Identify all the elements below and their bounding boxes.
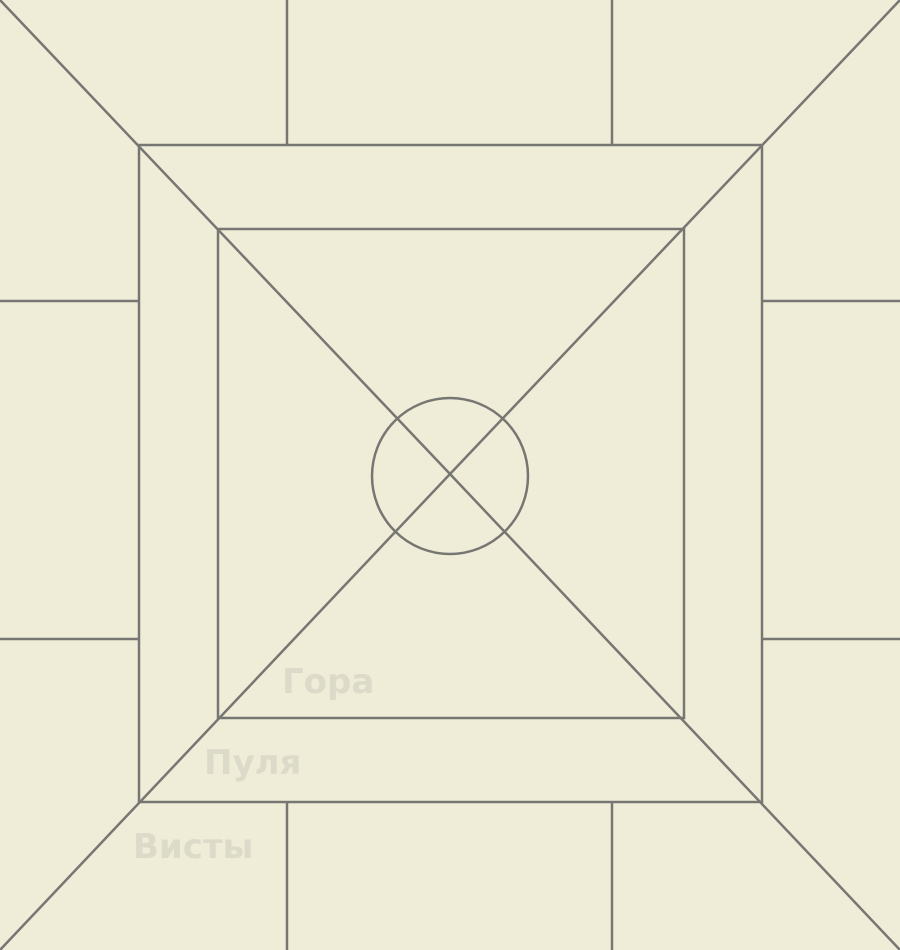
mountain-zone-label: Гора: [282, 662, 375, 702]
pool-zone-label: Пуля: [204, 743, 302, 783]
diagonal-bottom-left: [0, 473, 451, 950]
pool-rectangle: [137, 143, 764, 804]
whists-zone-label: Висты: [133, 827, 254, 867]
mountain-rectangle: [216, 227, 686, 720]
diagonal-top-right: [449, 0, 900, 475]
diagonal-bottom-right: [449, 473, 900, 950]
diagonal-top-left: [0, 0, 451, 475]
center-circle: [370, 396, 530, 556]
